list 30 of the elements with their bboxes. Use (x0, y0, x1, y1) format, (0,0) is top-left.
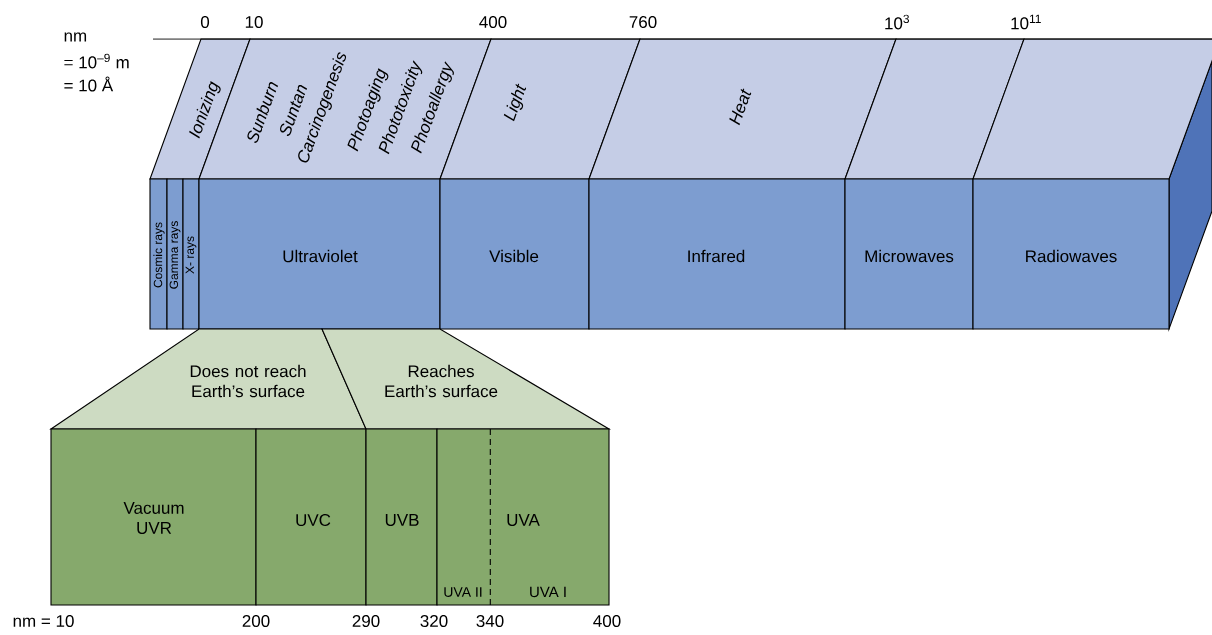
scale-label: nm (64, 32, 87, 42)
band-face (972, 38, 1212, 180)
region-panel: Reaches Earth’s surface (321, 328, 611, 430)
tick-label: 0 (200, 16, 210, 29)
tick-label: 10$^{3}$ (885, 14, 909, 30)
scale-label: = 10$^{–9}$ m (64, 53, 129, 69)
tick-label: 400 (593, 615, 621, 628)
spectrum-cell: Infrared (588, 178, 846, 330)
scale-label: nm = 10 (13, 615, 74, 628)
tick-label: 760 (629, 16, 657, 29)
tick-label: 10$^{11}$ (1011, 14, 1041, 30)
tick-label: 290 (352, 615, 380, 628)
tick-label: 10 (245, 16, 263, 29)
spectrum-cell: Gamma rays (166, 178, 184, 330)
spectrum-cell: Radiowaves (972, 178, 1170, 330)
uv-band-cell: UVC (255, 428, 367, 606)
uv-band-cell: Vacuum UVR (50, 428, 257, 606)
spectrum-cell: X- rays (182, 178, 200, 330)
band-face: Heat (588, 38, 897, 180)
tick-label: 340 (476, 615, 504, 628)
spectrum-cell: Visible (439, 178, 590, 330)
uv-subband: UVA I (530, 586, 566, 598)
scale-label: = 10 Å (64, 76, 114, 92)
band-face (844, 38, 1025, 180)
tick-label: 400 (479, 16, 507, 29)
uv-band-cell: UVB (365, 428, 438, 606)
tick-label: 200 (242, 615, 270, 628)
tick-label: 320 (420, 615, 448, 628)
uv-subband: UVA II (444, 587, 482, 597)
spectrum-cell: Microwaves (844, 178, 974, 330)
